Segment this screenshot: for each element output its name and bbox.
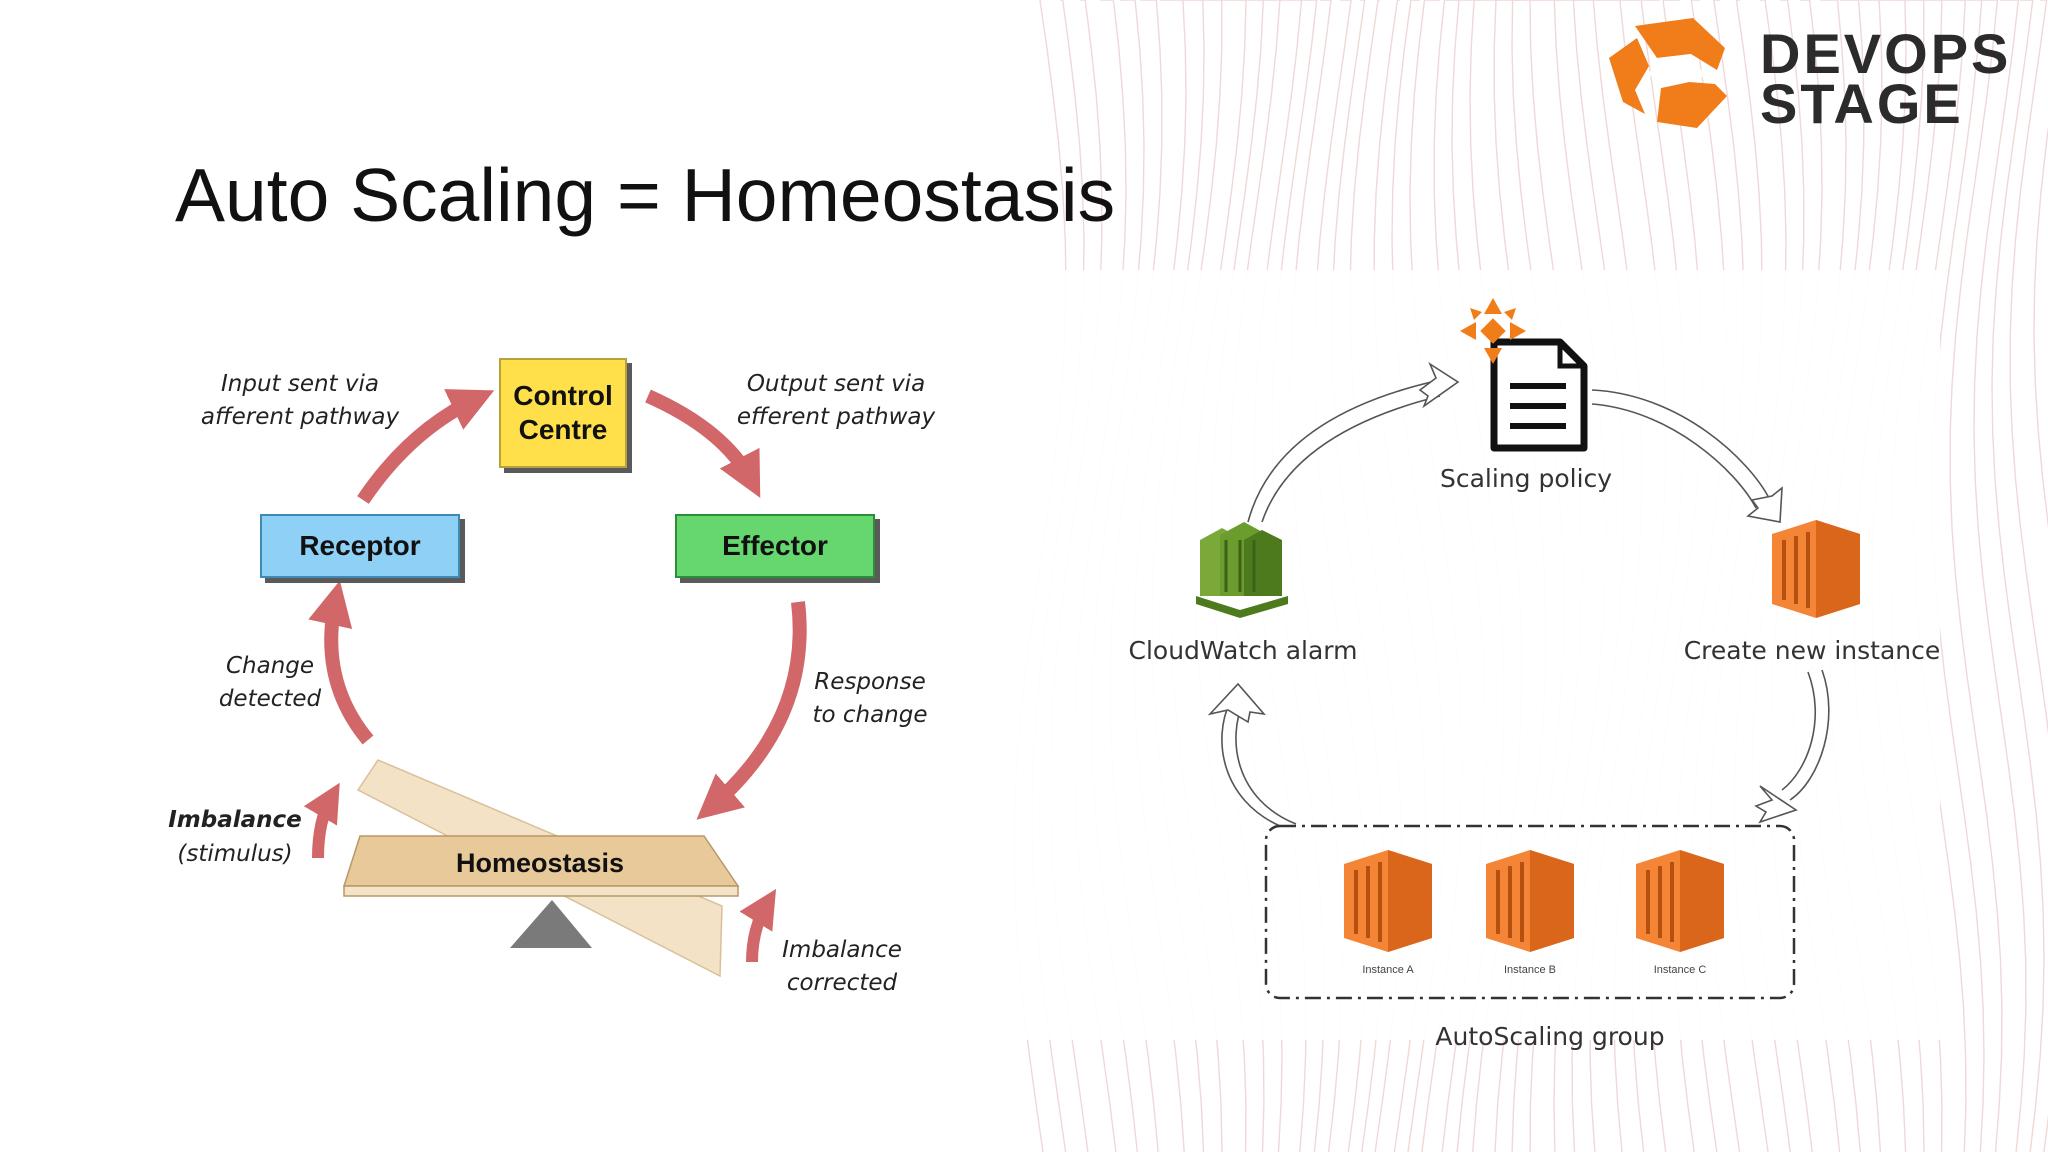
change-detected-label: Change detected bbox=[218, 653, 322, 712]
arrow-output bbox=[645, 389, 761, 498]
instance-a-label: Instance A bbox=[1362, 964, 1414, 976]
input-label: Input sent via afferent pathway bbox=[200, 371, 400, 430]
imbalance-corrected-label: Imbalance corrected bbox=[782, 937, 902, 996]
stimulus-label: (stimulus) bbox=[177, 841, 293, 867]
arrow-input bbox=[357, 389, 495, 504]
fulcrum bbox=[510, 900, 592, 948]
create-instance-ec2-icon bbox=[1772, 520, 1860, 618]
arrow-group-to-alarm bbox=[1207, 682, 1297, 827]
arrow-imbalance bbox=[303, 782, 340, 859]
imbalance-label: Imbalance bbox=[168, 807, 302, 833]
create-new-instance-label: Create new instance bbox=[1683, 636, 1941, 665]
scaling-policy-document-icon bbox=[1490, 338, 1588, 452]
slide-title: Auto Scaling = Homeostasis bbox=[175, 153, 1116, 237]
background-wave-line bbox=[1991, 0, 2045, 1152]
arrow-response bbox=[696, 601, 807, 820]
logo-line-1: DEVOPS bbox=[1760, 22, 2012, 85]
background-wave-line bbox=[1949, 0, 2003, 1152]
receptor-box: Receptor bbox=[260, 514, 460, 578]
arrow-change bbox=[308, 580, 374, 745]
logo-line-2: STAGE bbox=[1760, 72, 1964, 135]
output-label: Output sent via efferent pathway bbox=[736, 371, 936, 430]
instance-c-label: Instance C bbox=[1653, 964, 1707, 976]
instance-a-ec2-icon bbox=[1344, 850, 1432, 952]
arrow-policy-to-instance bbox=[1591, 389, 1783, 523]
background-wave-line bbox=[2033, 125, 2048, 529]
arrow-instance-to-group bbox=[1754, 669, 1830, 824]
effector-box: Effector bbox=[675, 514, 875, 578]
arrow-alarm-to-policy bbox=[1247, 361, 1460, 523]
homeostasis-label: Homeostasis bbox=[455, 848, 625, 878]
devops-stage-logo-icon bbox=[1609, 18, 1727, 128]
autoscaling-group-label: AutoScaling group bbox=[1435, 1022, 1665, 1051]
instance-c-ec2-icon bbox=[1636, 850, 1724, 952]
cloudwatch-alarm-label: CloudWatch alarm bbox=[1128, 636, 1358, 665]
background-wave-line bbox=[1973, 0, 2027, 1152]
control-centre-box: Control Centre bbox=[499, 358, 627, 468]
scaling-policy-label: Scaling policy bbox=[1440, 464, 1613, 493]
autoscaling-group-box bbox=[1264, 824, 1796, 1000]
cloudwatch-alarm-icon bbox=[1196, 522, 1288, 618]
response-label: Response to change bbox=[812, 669, 928, 728]
arrow-corrected bbox=[739, 888, 777, 963]
instance-b-ec2-icon bbox=[1486, 850, 1574, 952]
instance-b-label: Instance B bbox=[1504, 964, 1556, 976]
background-wave-line bbox=[2009, 0, 2048, 1152]
